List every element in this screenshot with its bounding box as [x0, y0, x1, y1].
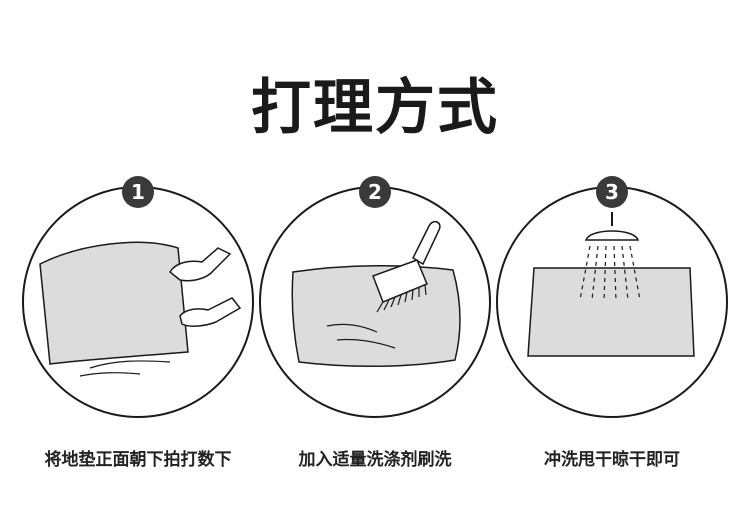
brush-scrubbing-mat-icon — [259, 186, 491, 418]
step-2: 2 — [257, 176, 493, 426]
hands-beating-mat-icon — [22, 186, 254, 418]
shower-rinsing-mat-icon — [496, 186, 728, 418]
step-3-caption: 冲洗甩干晾干即可 — [544, 450, 680, 470]
step-3: 3 — [494, 176, 730, 426]
step-1-caption: 将地垫正面朝下拍打数下 — [44, 450, 232, 470]
step-2-caption: 加入适量洗涤剂刷洗 — [298, 450, 452, 470]
step-1: 1 — [20, 176, 256, 426]
step-number-badge: 2 — [359, 176, 391, 208]
step-number-badge: 3 — [596, 176, 628, 208]
page-title: 打理方式 — [251, 73, 499, 143]
step-number-badge: 1 — [122, 176, 154, 208]
